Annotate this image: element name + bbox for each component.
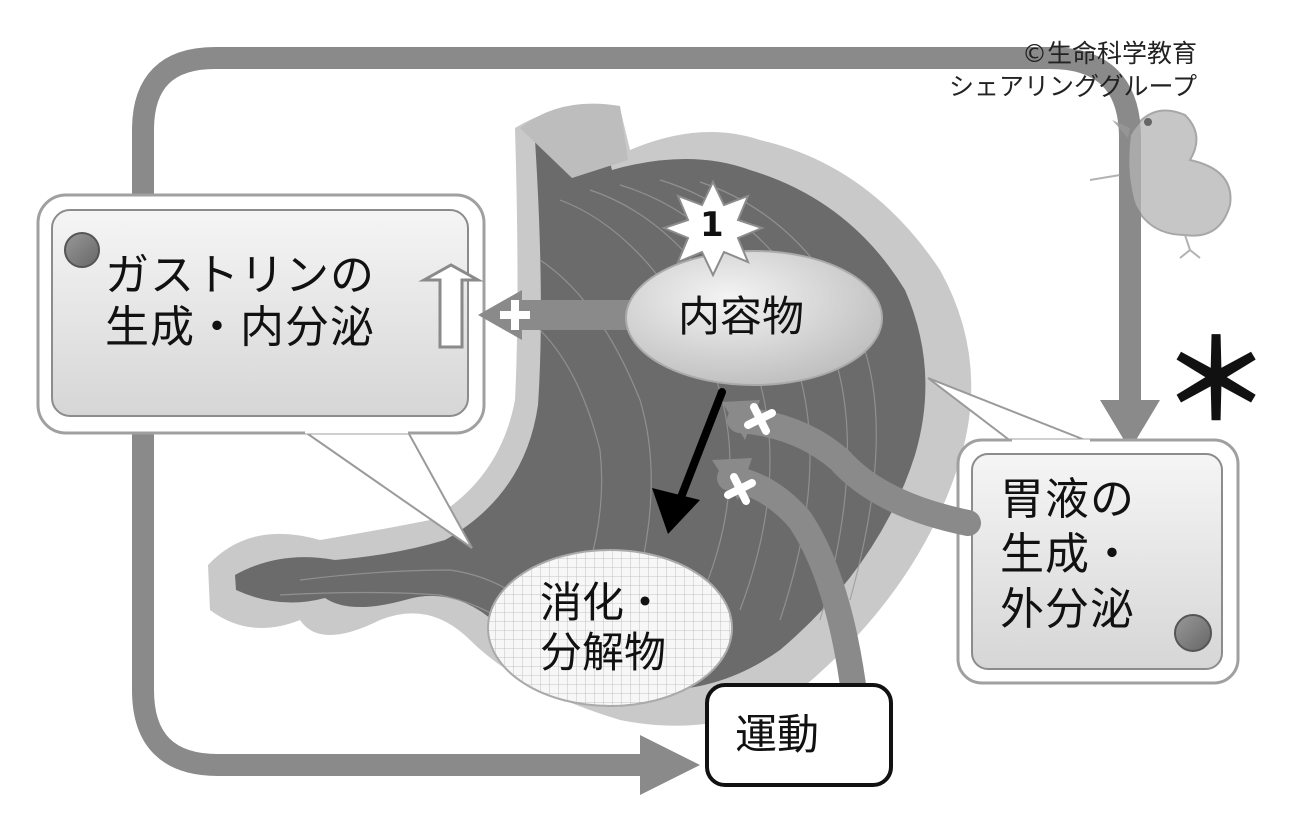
- digestion-arrow: [652, 388, 726, 534]
- marker-number: 1: [700, 205, 724, 245]
- gastrin-label-line-1: ガストリンの: [105, 250, 375, 301]
- up-arrow-icon: [418, 263, 484, 349]
- digested-label-line-2: 分解物: [540, 627, 667, 677]
- gastrin-dot-icon: [64, 232, 100, 268]
- gastric-juice-line-2: 生成・: [1000, 529, 1135, 580]
- plus-icon-gastrin: [500, 300, 530, 330]
- top-loop-arrow: [132, 47, 1160, 450]
- credit-line-1: ©生命科学教育: [1021, 39, 1197, 68]
- gastric-dot-icon: [1174, 614, 1212, 652]
- contents-ellipse: [625, 250, 883, 386]
- asterisk-mark: ＊: [1162, 319, 1271, 444]
- digested-ellipse: [487, 549, 733, 707]
- burst-star-icon: [661, 179, 765, 278]
- plus-icon-lower: [724, 473, 756, 505]
- gastrin-label: ガストリンの 生成・内分泌: [105, 250, 375, 354]
- gastric-juice-line-3: 外分泌: [1000, 584, 1135, 635]
- gastric-juice-label: 胃液の 生成・ 外分泌: [1000, 472, 1135, 637]
- gastric-juice-box: [956, 438, 1240, 685]
- motility-box: [705, 683, 893, 787]
- plus-icon-upper: [744, 403, 776, 435]
- digested-label: 消化・ 分解物: [540, 578, 666, 677]
- digested-label-line-1: 消化・: [540, 578, 667, 627]
- gastrin-label-line-2: 生成・内分泌: [105, 301, 375, 353]
- gastric-juice-line-1: 胃液の: [1000, 474, 1135, 525]
- credit-text: ©生命科学教育 シェアリンググループ: [949, 38, 1197, 103]
- credit-line-2: シェアリンググループ: [948, 71, 1197, 101]
- contents-label: 内容物: [678, 292, 805, 341]
- gastrin-box: [36, 193, 486, 435]
- bottom-loop-arrow: [132, 420, 700, 795]
- bird-doodle-icon: [1089, 109, 1232, 259]
- motility-label: 運動: [735, 710, 820, 759]
